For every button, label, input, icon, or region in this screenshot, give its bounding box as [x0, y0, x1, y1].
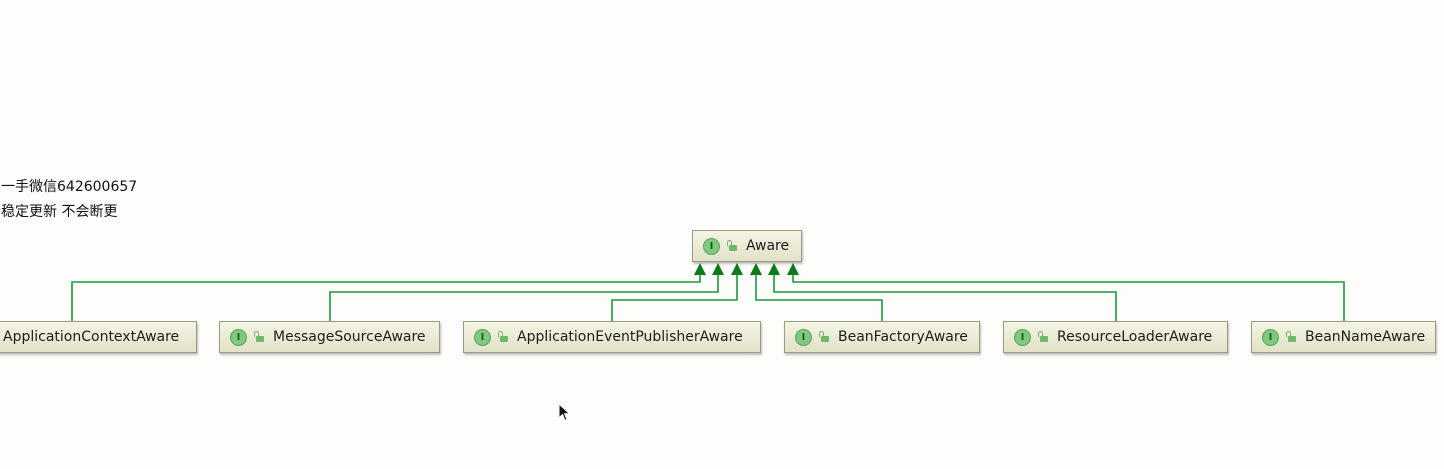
- edge-message-source-aware: [329, 272, 719, 321]
- arrowhead: [787, 263, 799, 275]
- lock-icon: [1285, 331, 1297, 343]
- edge-bean-name-aware: [792, 272, 1345, 321]
- interface-icon: I: [1014, 328, 1031, 346]
- lock-icon: [497, 331, 509, 343]
- arrowhead: [731, 263, 743, 275]
- node-label: ResourceLoaderAware: [1057, 329, 1213, 345]
- edge-bean-factory-aware: [755, 272, 883, 321]
- interface-icon: I: [1262, 328, 1279, 346]
- interface-icon: I: [795, 328, 812, 346]
- arrowhead: [712, 263, 724, 275]
- node-bean-name-aware[interactable]: I BeanNameAware: [1251, 321, 1436, 353]
- lock-icon: [818, 331, 830, 343]
- mouse-cursor-icon: [558, 403, 571, 422]
- node-resource-loader-aware[interactable]: I ResourceLoaderAware: [1003, 321, 1228, 353]
- arrowhead: [768, 263, 780, 275]
- watermark-line-1: 一手微信642600657: [1, 179, 138, 195]
- node-label: BeanFactoryAware: [838, 329, 968, 345]
- node-message-source-aware[interactable]: I MessageSourceAware: [219, 321, 440, 353]
- arrowhead: [750, 263, 762, 275]
- lock-icon: [1037, 331, 1049, 343]
- node-label: ApplicationEventPublisherAware: [517, 329, 743, 345]
- lock-icon: [726, 240, 738, 252]
- node-label: ApplicationContextAware: [3, 329, 180, 345]
- lock-icon: [253, 331, 265, 343]
- node-application-event-publisher-aware[interactable]: I ApplicationEventPublisherAware: [463, 321, 761, 353]
- edge-application-event-publisher-aware: [611, 272, 738, 321]
- interface-icon: I: [230, 328, 247, 346]
- interface-icon: I: [703, 237, 720, 255]
- arrowhead: [694, 263, 706, 275]
- interface-icon: I: [474, 328, 491, 346]
- node-label: Aware: [746, 238, 790, 254]
- watermark-line-2: 稳定更新 不会断更: [1, 204, 118, 220]
- node-bean-factory-aware[interactable]: I BeanFactoryAware: [784, 321, 980, 353]
- node-application-context-aware[interactable]: ApplicationContextAware: [0, 321, 197, 353]
- node-label: MessageSourceAware: [273, 329, 426, 345]
- edge-resource-loader-aware: [773, 272, 1117, 321]
- node-label: BeanNameAware: [1305, 329, 1426, 345]
- node-aware[interactable]: I Aware: [692, 230, 802, 262]
- edge-application-context-aware: [71, 272, 701, 321]
